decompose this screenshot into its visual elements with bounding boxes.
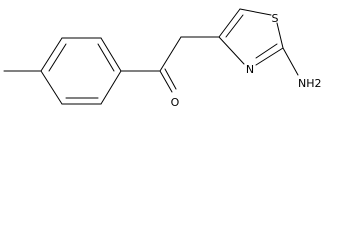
- bond-ring-3: [100, 37, 122, 72]
- bond-ring-inner-2: [97, 43, 115, 72]
- bond-thiazole-n3-c4: [218, 36, 245, 65]
- bond-ring-inner-1: [48, 43, 67, 72]
- bond-ring-6: [40, 70, 63, 105]
- structure-canvas: O S N NH2: [0, 0, 340, 113]
- atom-label-amine: NH2: [298, 77, 322, 90]
- bond-thiazole-c5-c4-inner: [225, 14, 244, 38]
- bond-thiazole-c5-s: [239, 8, 272, 16]
- bond-thiazole-c2-n3: [255, 47, 284, 66]
- bond-carbonyl-ch2: [159, 36, 182, 72]
- atom-labels: O S N NH2: [171, 12, 322, 109]
- molecule-structure: O S N NH2: [3, 8, 322, 109]
- bonds: [3, 8, 299, 105]
- bond-carbonyl-1: [159, 70, 173, 93]
- bond-ring-4: [100, 70, 122, 105]
- atom-label-nitrogen: N: [246, 63, 254, 76]
- bond-carbonyl-2: [164, 68, 177, 90]
- bond-thiazole-c2-n3-inner: [255, 43, 278, 59]
- bond-ring-1: [40, 37, 63, 72]
- bond-c2-amine: [282, 47, 299, 76]
- bond-thiazole-s-c2: [276, 22, 284, 49]
- atom-label-oxygen: O: [171, 96, 180, 109]
- bond-thiazole-c4-c5: [218, 8, 241, 38]
- atom-label-sulfur: S: [272, 12, 279, 25]
